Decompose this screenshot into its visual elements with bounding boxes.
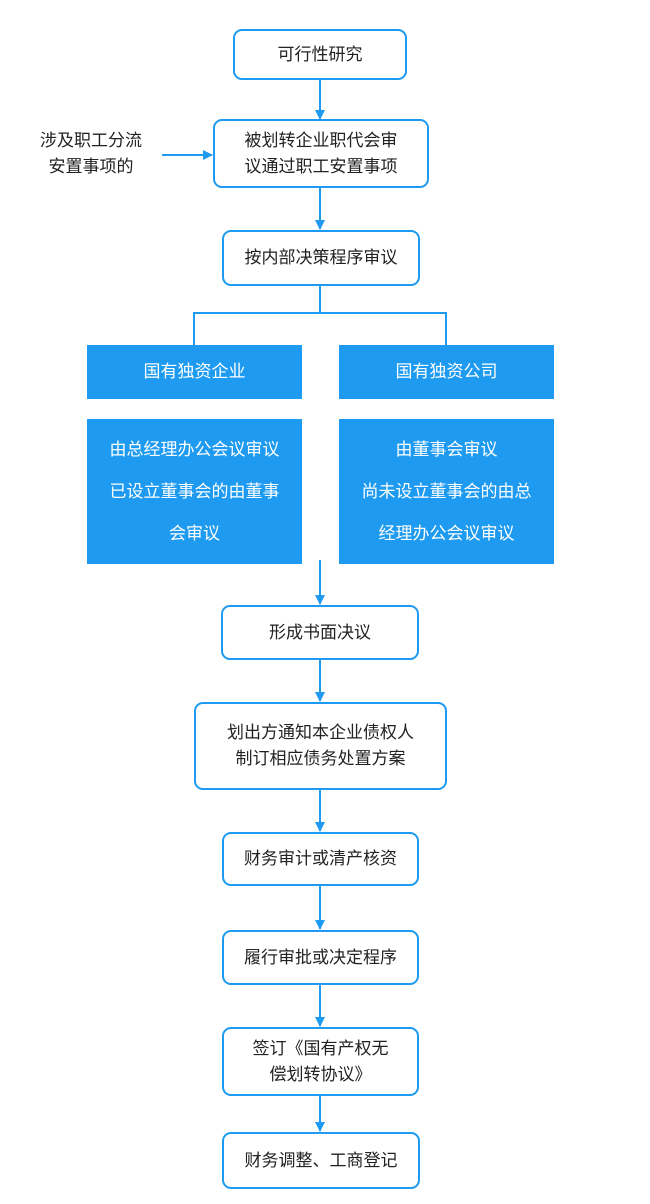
step-feasibility-label: 可行性研究 <box>277 44 363 65</box>
step-internal-review: 按内部决策程序审议 <box>222 230 420 286</box>
side-note-worker-placement: 涉及职工分流 安置事项的 <box>26 128 156 180</box>
step-agreement: 签订《国有产权无 偿划转协议》 <box>222 1027 419 1096</box>
branch-right-title: 国有独资公司 <box>339 345 554 399</box>
step-notify-creditors-line-1: 划出方通知本企业债权人 <box>227 723 414 743</box>
step-agreement-line-1: 签订《国有产权无 <box>252 1038 389 1059</box>
step-written-resolution-label: 形成书面决议 <box>269 622 371 643</box>
branch-right-detail-line-1: 由董事会审议 <box>395 439 498 460</box>
branch-left-detail-line-2: 已设立董事会的由董事 <box>109 481 280 502</box>
branch-left-detail-line-1: 由总经理办公会议审议 <box>109 439 280 460</box>
step-audit-label: 财务审计或清产核资 <box>244 849 397 869</box>
step-audit: 财务审计或清产核资 <box>222 832 419 886</box>
branch-left-title-label: 国有独资企业 <box>143 362 246 382</box>
step-workers-review-line-2: 议通过职工安置事项 <box>244 156 398 177</box>
step-notify-creditors-line-2: 制订相应债务处置方案 <box>235 749 406 769</box>
branch-right-detail-line-2: 尚未设立董事会的由总 <box>361 481 532 502</box>
step-written-resolution: 形成书面决议 <box>221 605 419 660</box>
step-workers-review-line-1: 被划转企业职代会审 <box>244 130 398 151</box>
branch-left-detail-line-3: 会审议 <box>169 523 220 544</box>
step-agreement-line-2: 偿划转协议》 <box>269 1064 372 1085</box>
branch-right-detail: 由董事会审议 尚未设立董事会的由总 经理办公会议审议 <box>339 419 554 564</box>
step-registration-label: 财务调整、工商登记 <box>244 1150 398 1171</box>
branch-left-title: 国有独资企业 <box>87 345 302 399</box>
branch-right-detail-line-3: 经理办公会议审议 <box>378 523 515 544</box>
step-workers-review: 被划转企业职代会审 议通过职工安置事项 <box>213 119 429 188</box>
step-approval: 履行审批或决定程序 <box>222 930 419 985</box>
step-notify-creditors: 划出方通知本企业债权人 制订相应债务处置方案 <box>194 702 447 790</box>
step-approval-label: 履行审批或决定程序 <box>244 947 397 968</box>
step-internal-review-label: 按内部决策程序审议 <box>244 248 398 268</box>
side-note-line-1: 涉及职工分流 <box>40 131 142 151</box>
step-registration: 财务调整、工商登记 <box>222 1132 420 1189</box>
step-feasibility: 可行性研究 <box>233 29 407 80</box>
side-note-line-2: 安置事项的 <box>48 157 134 177</box>
branch-right-title-label: 国有独资公司 <box>395 362 498 382</box>
branch-left-detail: 由总经理办公会议审议 已设立董事会的由董事 会审议 <box>87 419 302 564</box>
